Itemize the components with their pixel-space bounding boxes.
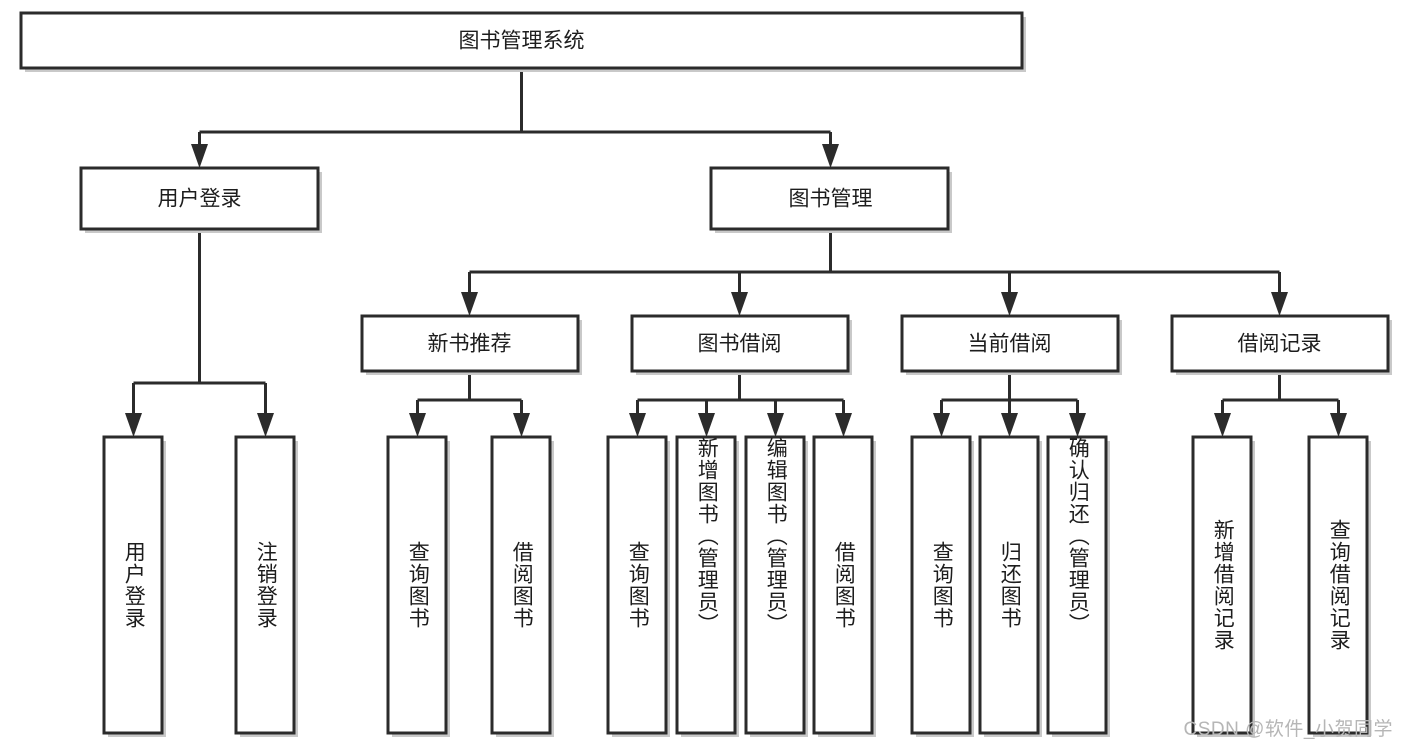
node-root[interactable]: 图书管理系统 bbox=[19, 11, 1026, 72]
leaf-box-0[interactable] bbox=[102, 435, 164, 735]
node-borrow-record-label: 借阅记录 bbox=[1238, 333, 1322, 356]
arrow-leaf-record-query bbox=[1330, 413, 1347, 437]
node-borrow-record[interactable]: 借阅记录 bbox=[1170, 314, 1392, 375]
connector-layer bbox=[125, 68, 1347, 437]
node-root-box bbox=[19, 11, 1024, 70]
arrow-leaf-newbook-borrow bbox=[513, 413, 530, 437]
arrow-leaf-current-confirm bbox=[1069, 413, 1086, 437]
node-user-login-box bbox=[79, 166, 320, 231]
node-current-borrow-box bbox=[900, 314, 1120, 373]
arrow-leaf-current-return bbox=[1001, 413, 1018, 437]
node-book-borrow-label: 图书借阅 bbox=[698, 333, 782, 356]
leaf-box-4[interactable] bbox=[606, 435, 668, 735]
arrow-leaf-borrow-lend bbox=[835, 413, 852, 437]
leaf-box-7[interactable] bbox=[812, 435, 874, 735]
leaf-box-1[interactable] bbox=[234, 435, 296, 735]
watermark-text: CSDN @软件_小贺同学 bbox=[1183, 719, 1393, 740]
arrow-leaf-current-query bbox=[933, 413, 950, 437]
arrow-to-record bbox=[1271, 292, 1288, 316]
node-current-borrow-label: 当前借阅 bbox=[968, 333, 1052, 356]
node-book-management-box bbox=[709, 166, 950, 231]
leaf-box-6[interactable] bbox=[744, 435, 806, 735]
leaf-box-11[interactable] bbox=[1191, 435, 1253, 735]
node-user-login-label: 用户登录 bbox=[158, 188, 242, 211]
arrow-to-borrow bbox=[731, 292, 748, 316]
arrow-leaf-borrow-query bbox=[629, 413, 646, 437]
leaf-box-12[interactable] bbox=[1307, 435, 1369, 735]
arrow-leaf-record-add bbox=[1214, 413, 1231, 437]
arrow-leaf-logout bbox=[257, 413, 274, 437]
node-user-login[interactable]: 用户登录 bbox=[79, 166, 322, 233]
leaf-box-9[interactable] bbox=[978, 435, 1040, 735]
arrow-to-book-mgmt bbox=[822, 144, 839, 168]
arrow-to-current bbox=[1001, 292, 1018, 316]
node-book-borrow-box bbox=[630, 314, 850, 373]
leaf-box-3[interactable] bbox=[490, 435, 552, 735]
leaf-box-5[interactable] bbox=[675, 435, 737, 735]
arrow-leaf-user-login bbox=[125, 413, 142, 437]
node-book-borrow[interactable]: 图书借阅 bbox=[630, 314, 852, 375]
node-new-book-recommend-label: 新书推荐 bbox=[428, 333, 512, 356]
node-book-management[interactable]: 图书管理 bbox=[709, 166, 952, 233]
node-borrow-record-box bbox=[1170, 314, 1390, 373]
leaf-box-8[interactable] bbox=[910, 435, 972, 735]
leaf-box-10[interactable] bbox=[1046, 435, 1108, 735]
node-new-book-recommend-box bbox=[360, 314, 580, 373]
leaf-box-2[interactable] bbox=[386, 435, 448, 735]
node-root-label: 图书管理系统 bbox=[459, 30, 585, 53]
node-current-borrow[interactable]: 当前借阅 bbox=[900, 314, 1122, 375]
arrow-to-newbook bbox=[461, 292, 478, 316]
node-new-book-recommend[interactable]: 新书推荐 bbox=[360, 314, 582, 375]
arrow-leaf-newbook-query bbox=[409, 413, 426, 437]
arrow-leaf-borrow-edit bbox=[767, 413, 784, 437]
arrow-to-user-login bbox=[191, 144, 208, 168]
leaf-box-layer bbox=[102, 435, 1371, 737]
node-book-management-label: 图书管理 bbox=[789, 188, 873, 211]
arrow-leaf-borrow-add bbox=[698, 413, 715, 437]
